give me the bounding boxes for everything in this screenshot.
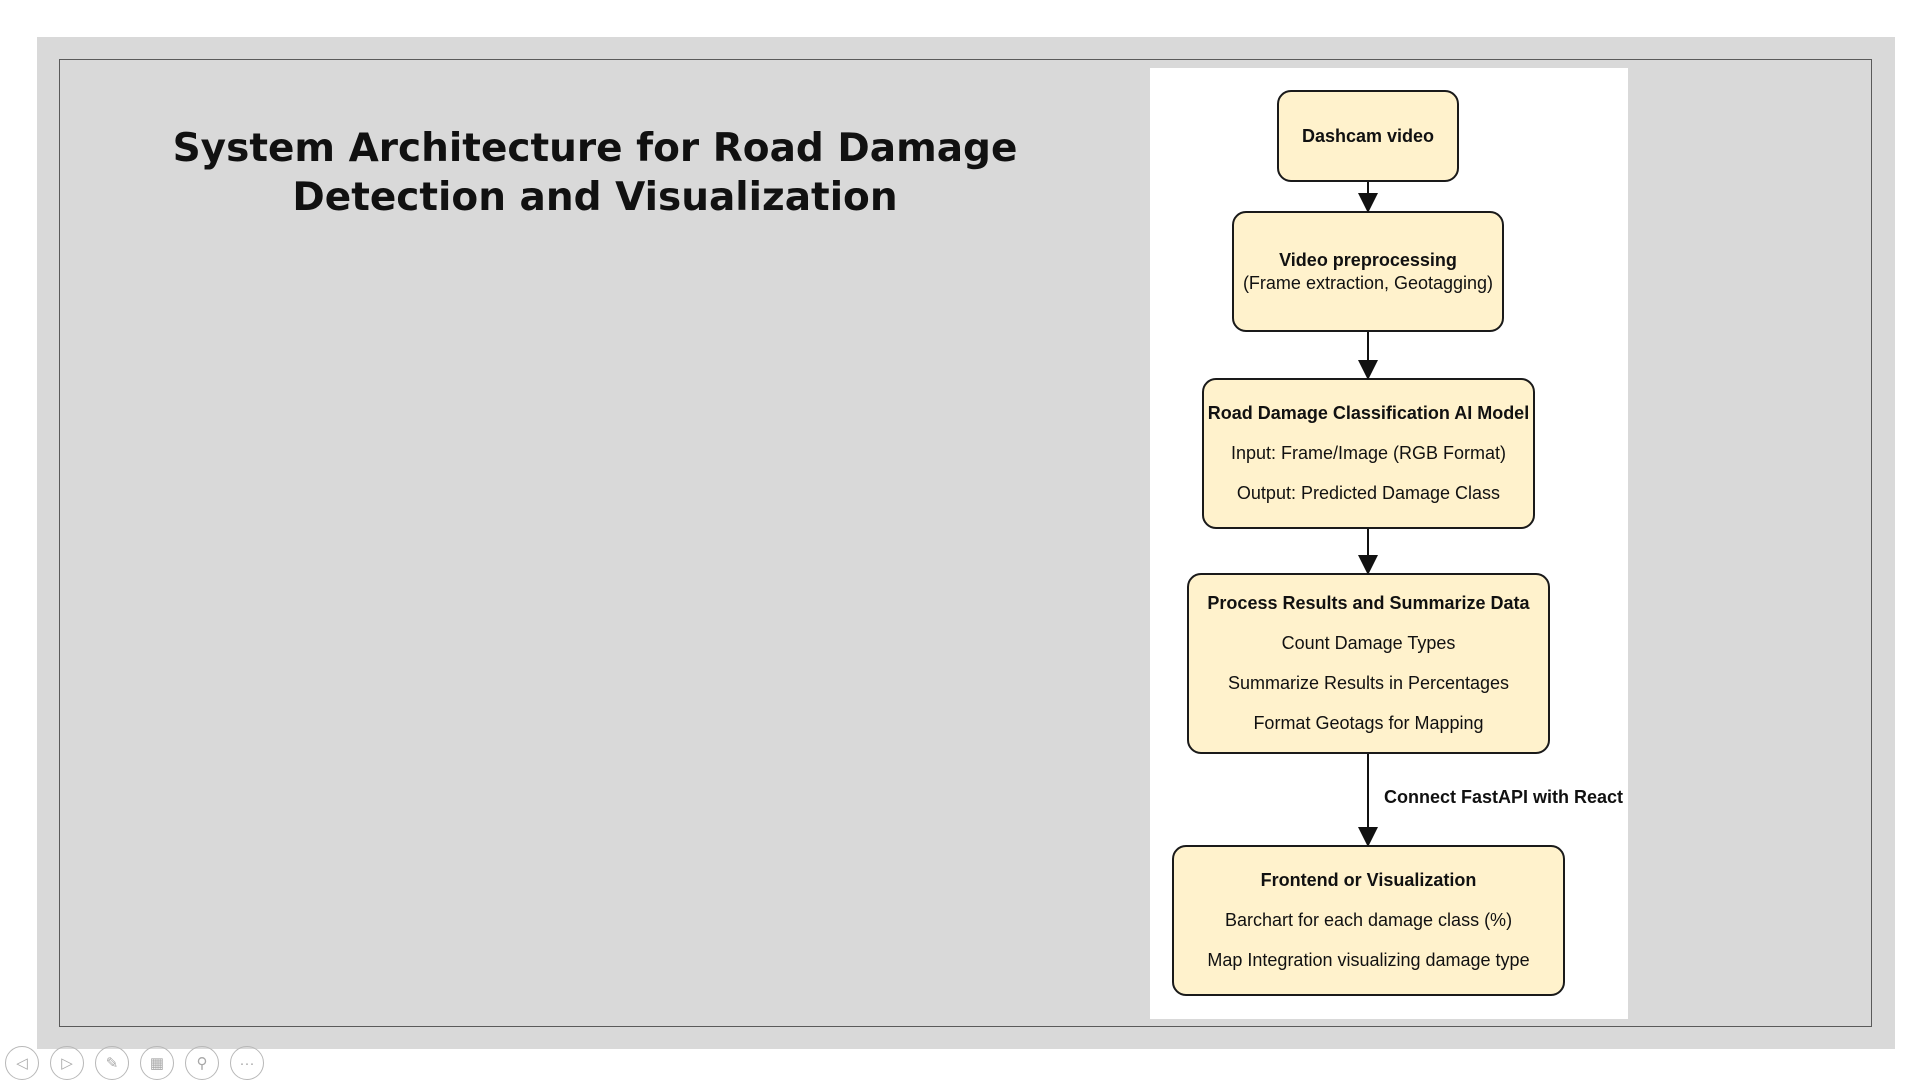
pen-button[interactable]: ✎ — [95, 1046, 129, 1080]
more-options-icon: ··· — [239, 1054, 255, 1072]
node-detail: Barchart for each damage class (%) — [1224, 910, 1513, 930]
presenter-toolbar: ◁ ▷ ✎ ▦ ⚲ ··· — [5, 1046, 264, 1080]
node-title: Frontend or Visualization — [1260, 870, 1477, 890]
node-detail: Format Geotags for Mapping — [1253, 713, 1484, 733]
slide-title: System Architecture for Road Damage Dete… — [172, 126, 1018, 220]
zoom-icon: ⚲ — [196, 1055, 208, 1072]
zoom-button[interactable]: ⚲ — [185, 1046, 219, 1080]
pen-icon: ✎ — [105, 1055, 119, 1072]
previous-slide-icon: ◁ — [16, 1055, 28, 1072]
node-detail: Input: Frame/Image (RGB Format) — [1230, 443, 1507, 463]
node-detail: Count Damage Types — [1281, 633, 1456, 653]
node-title: Road Damage Classification AI Model — [1207, 403, 1530, 423]
node-title: Dashcam video — [1301, 125, 1435, 146]
node-detail: Map Integration visualizing damage type — [1207, 950, 1530, 970]
node-video-preprocessing: Video preprocessing (Frame extraction, G… — [1232, 211, 1504, 332]
node-frontend-visualization: Frontend or Visualization Barchart for e… — [1172, 845, 1565, 996]
next-slide-button[interactable]: ▷ — [50, 1046, 84, 1080]
node-ai-model: Road Damage Classification AI Model Inpu… — [1202, 378, 1535, 529]
node-dashcam-video: Dashcam video — [1277, 90, 1459, 182]
node-detail: Output: Predicted Damage Class — [1236, 483, 1501, 503]
node-process-results: Process Results and Summarize Data Count… — [1187, 573, 1550, 754]
node-title: Process Results and Summarize Data — [1207, 593, 1530, 613]
node-detail: Summarize Results in Percentages — [1227, 673, 1510, 693]
next-slide-icon: ▷ — [61, 1055, 73, 1072]
previous-slide-button[interactable]: ◁ — [5, 1046, 39, 1080]
node-detail: (Frame extraction, Geotagging) — [1242, 272, 1494, 293]
more-options-button[interactable]: ··· — [230, 1046, 264, 1080]
node-title: Video preprocessing — [1279, 249, 1457, 270]
see-all-slides-icon: ▦ — [149, 1055, 165, 1072]
see-all-slides-button[interactable]: ▦ — [140, 1046, 174, 1080]
edge-label: Connect FastAPI with React — [1384, 787, 1624, 807]
